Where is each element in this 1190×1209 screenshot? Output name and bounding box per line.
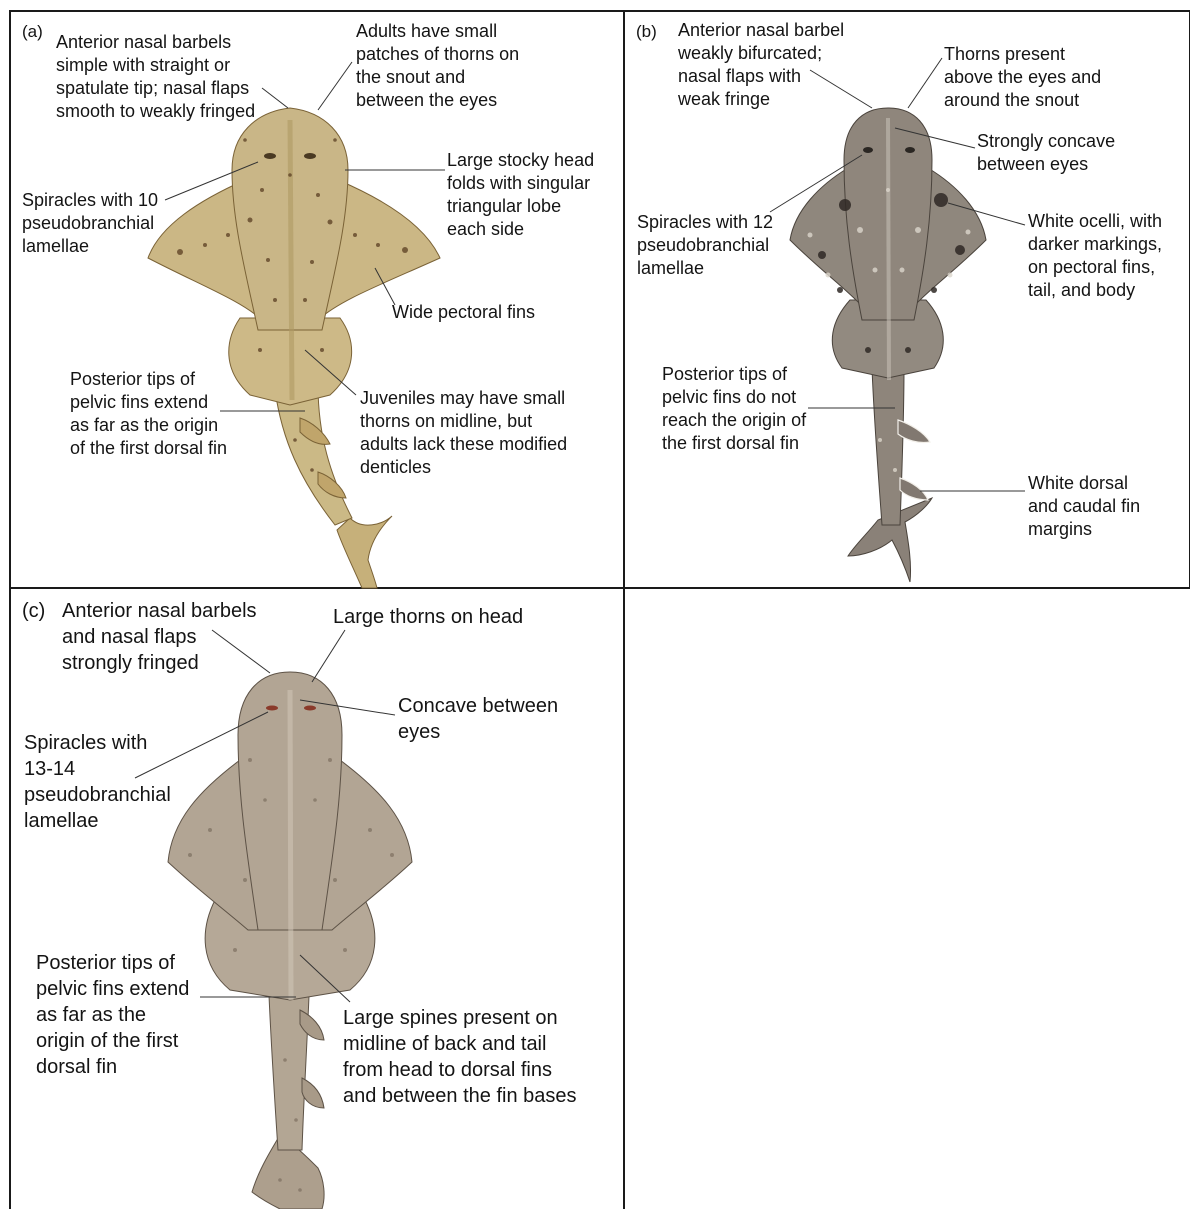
label-c-concave: Concave between eyes: [398, 695, 564, 743]
shark-a-left-eye: [264, 153, 276, 159]
label-b-ocelli: White ocelli, with darker markings, on p…: [1028, 211, 1167, 300]
label-b-pelvic: Posterior tips of pelvic fins do not rea…: [662, 364, 811, 453]
label-c-pelvic: Posterior tips of pelvic fins extend as …: [36, 952, 195, 1078]
panel-a-tag: (a): [22, 22, 43, 41]
label-a-barbels: Anterior nasal barbels simple with strai…: [56, 32, 255, 121]
leader-c-thorns: [312, 630, 345, 682]
shark-a-caudal-fin: [337, 516, 392, 588]
label-b-margins: White dorsal and caudal fin margins: [1028, 473, 1145, 539]
shark-a-right-eye: [304, 153, 316, 159]
leader-b-barbel: [810, 70, 872, 108]
shark-a-midline: [290, 120, 292, 400]
label-a-head: Large stocky head folds with singular tr…: [447, 150, 599, 239]
panel-b: (b) Anterior nasal barbel weakly bifurca…: [636, 20, 1167, 582]
leader-a-barbels: [262, 88, 288, 108]
shark-b-tail: [872, 368, 904, 525]
leader-c-barbels: [212, 630, 270, 673]
label-c-spines: Large spines present on midline of back …: [343, 1007, 577, 1107]
panel-b-tag: (b): [636, 22, 657, 41]
shark-a-illustration: [148, 108, 440, 588]
shark-c-left-eye: [266, 706, 278, 711]
label-b-spiracles: Spiracles with 12 pseudobranchial lamell…: [637, 212, 778, 278]
shark-b-left-eye: [863, 147, 873, 153]
panel-c-tag: (c): [22, 600, 45, 622]
shark-b-illustration: [790, 108, 986, 582]
label-c-spiracles: Spiracles with 13-14 pseudobranchial lam…: [24, 732, 176, 832]
label-a-pelvic: Posterior tips of pelvic fins extend as …: [70, 369, 227, 458]
label-b-thorns: Thorns present above the eyes and around…: [944, 44, 1106, 110]
shark-c-illustration: [168, 672, 412, 1209]
shark-c-dorsal-fin-2: [302, 1078, 324, 1108]
label-c-thorns: Large thorns on head: [333, 606, 523, 628]
shark-c-midline: [290, 690, 291, 1000]
label-a-juveniles: Juveniles may have small thorns on midli…: [360, 388, 572, 477]
panel-c: (c) Anterior nasal barbels and nasal fla…: [22, 600, 577, 1209]
label-a-pectoral: Wide pectoral fins: [392, 302, 535, 322]
label-b-barbel: Anterior nasal barbel weakly bifurcated;…: [677, 20, 849, 109]
shark-b-dorsal-fin-2: [900, 478, 928, 500]
label-a-spiracles: Spiracles with 10 pseudobranchial lamell…: [22, 190, 163, 256]
panel-a: (a) Anterior nasal barbels simple with s…: [22, 21, 599, 588]
label-a-thorns: Adults have small patches of thorns on t…: [356, 21, 524, 110]
shark-b-midline: [888, 118, 889, 380]
shark-c-right-eye: [304, 706, 316, 711]
label-b-concave: Strongly concave between eyes: [977, 131, 1120, 174]
shark-a-tail: [275, 385, 352, 525]
leader-a-thorns: [318, 62, 352, 110]
label-c-barbels: Anterior nasal barbels and nasal flaps s…: [62, 600, 262, 674]
leader-b-thorns: [908, 58, 942, 108]
shark-b-right-eye: [905, 147, 915, 153]
